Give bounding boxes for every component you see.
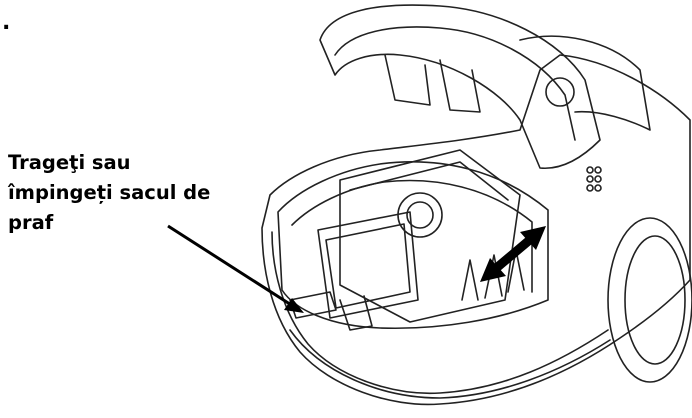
bag-holder-inner	[325, 223, 411, 309]
instruction-text: Trageţi sau împingeți sacul de praf	[8, 148, 248, 238]
bag-holder-frame	[317, 211, 419, 319]
rear-wheel-hub	[624, 235, 686, 365]
bin-rib-1	[461, 259, 479, 301]
dust-bag-fold	[349, 161, 509, 201]
cord-button	[545, 77, 575, 107]
instruction-line-2: împingeți sacul de	[8, 181, 211, 204]
instruction-line-1: Trageţi sau	[8, 151, 131, 174]
vacuum-handle	[519, 35, 651, 131]
dust-bag	[339, 149, 521, 323]
bin-rib-2	[484, 254, 503, 299]
lid-hinge	[384, 54, 431, 106]
instruction-line-3: praf	[8, 211, 54, 234]
lid-latch	[439, 59, 481, 113]
arrow-pointer-icon	[167, 224, 304, 313]
vacuum-body-inner-rim	[271, 231, 609, 395]
vacuum-body-lower-skirt	[289, 329, 611, 399]
vacuum-lid	[319, 4, 601, 170]
vacuum-lid-inner	[334, 26, 576, 141]
dust-bag-port-inner	[406, 201, 434, 229]
vacuum-body-outline	[261, 54, 691, 406]
bin-opening	[277, 161, 549, 330]
front-latch	[289, 291, 337, 319]
leading-mark: .	[2, 10, 11, 35]
bin-inner-wall	[291, 179, 533, 293]
double-arrow-icon	[480, 226, 546, 282]
bag-holder-tab	[339, 295, 373, 331]
rear-wheel	[607, 217, 692, 383]
control-panel-dots	[586, 166, 602, 192]
